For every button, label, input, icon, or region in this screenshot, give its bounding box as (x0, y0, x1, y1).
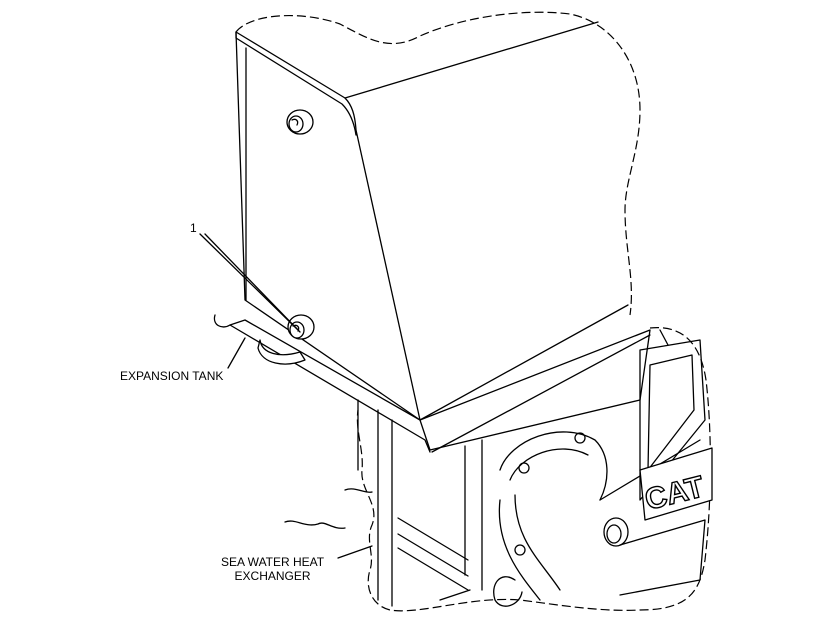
housing-round-flange (493, 431, 629, 607)
tank-base-flange (213, 314, 651, 451)
leader-item-1-b (204, 233, 301, 333)
pipe-squiggle-lower (284, 520, 346, 529)
exchanger-frame (357, 399, 483, 607)
tank-flange-front-edge (419, 304, 629, 421)
callout-sea-water-line2: EXCHANGER (234, 569, 311, 583)
pipe-squiggle-upper (344, 488, 373, 493)
tank-flange-front-edge-2 (431, 334, 651, 453)
tank-top-rear-edge (344, 21, 599, 99)
cat-logo: CAT (639, 447, 713, 521)
tank-top-edge (235, 31, 357, 136)
leader-item-1 (199, 233, 298, 330)
tank-side-panel (235, 31, 421, 421)
flange-clip (257, 339, 306, 365)
upper-bolt (286, 109, 314, 135)
leader-sea-water (337, 545, 373, 559)
lower-bolt (287, 314, 315, 340)
callout-sea-water-heat-exchanger: SEA WATER HEAT EXCHANGER (221, 555, 324, 583)
callout-item-number: 1 (190, 221, 197, 235)
upper-phantom-outline (235, 11, 641, 316)
lower-phantom-outline (356, 327, 711, 612)
callout-sea-water-line1: SEA WATER HEAT (221, 555, 325, 569)
leader-expansion-tank (227, 337, 246, 369)
callout-expansion-tank: EXPANSION TANK (120, 369, 224, 383)
